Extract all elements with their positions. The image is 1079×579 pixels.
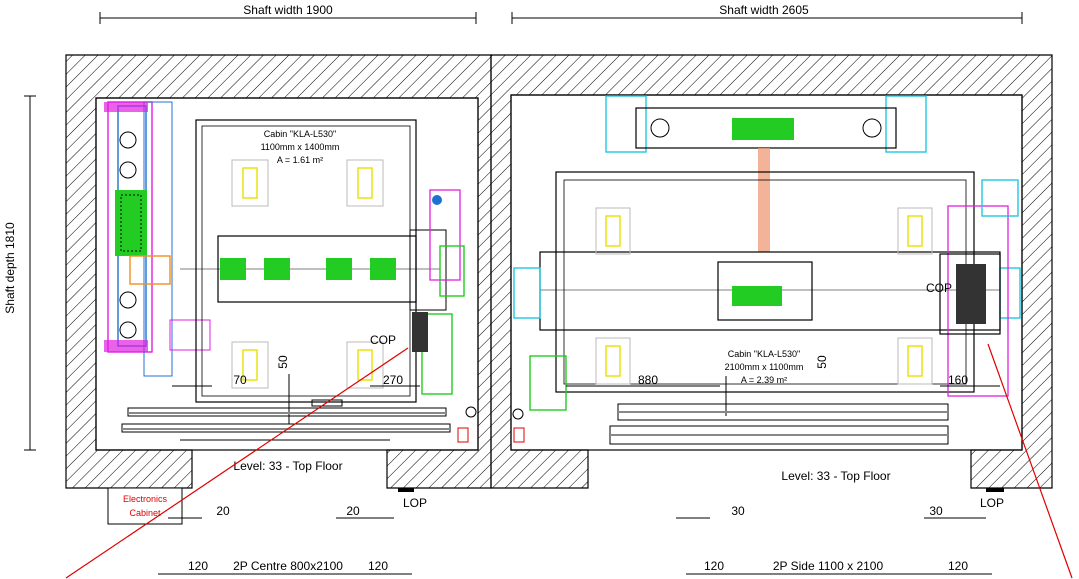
left-door-120-right: 120 bbox=[368, 559, 388, 573]
right-shaft: Shaft width 2605 bbox=[490, 3, 1073, 579]
left-door-dimension: 120 2P Centre 800x2100 120 bbox=[158, 559, 412, 575]
left-cabin-area: A = 1.61 m² bbox=[277, 155, 323, 165]
right-cabin-size: 2100mm x 1100mm bbox=[725, 362, 804, 372]
left-cabin-yellow-shoes bbox=[231, 159, 384, 389]
right-cabin-yellow-shoes bbox=[595, 207, 933, 385]
right-door-label: 2P Side 1100 x 2100 bbox=[773, 559, 884, 573]
right-door-dimension: 120 2P Side 1100 x 2100 120 bbox=[686, 559, 992, 575]
left-cabin-title: Cabin "KLA-L530" bbox=[264, 129, 336, 139]
left-cabin-green-guides bbox=[220, 258, 396, 280]
right-dim-160: 160 bbox=[948, 373, 968, 387]
right-dim-880: 880 bbox=[638, 373, 658, 387]
left-lop-label: LOP bbox=[403, 496, 427, 510]
left-cabin-size: 1100mm x 1400mm bbox=[261, 142, 340, 152]
right-door-sills bbox=[512, 403, 962, 451]
left-door-label: 2P Centre 800x2100 bbox=[233, 559, 343, 573]
left-cop-leader bbox=[65, 347, 409, 579]
left-wall-dimensions: 20 20 LOP bbox=[168, 488, 427, 519]
left-cabin: Cabin "KLA-L530" 1100mm x 1400mm A = 1.6… bbox=[180, 119, 440, 403]
left-dim-270: 270 bbox=[383, 373, 403, 387]
right-cabin-title: Cabin "KLA-L530" bbox=[728, 349, 800, 359]
shaft-depth-label: Shaft depth 1810 bbox=[3, 222, 17, 314]
right-level-label: Level: 33 - Top Floor bbox=[781, 469, 890, 483]
right-dim-30-b: 30 bbox=[929, 504, 943, 518]
left-dim-70: 70 bbox=[233, 373, 247, 387]
right-dim-50: 50 bbox=[815, 355, 829, 369]
right-door-120-right: 120 bbox=[948, 559, 968, 573]
right-counterweight-assembly bbox=[605, 95, 927, 252]
left-shaft: Shaft width 1900 Shaft depth 1810 bbox=[3, 3, 492, 579]
right-cabin-area: A = 2.39 m² bbox=[741, 375, 787, 385]
left-dim-20-a: 20 bbox=[216, 504, 230, 518]
left-counterweight-assembly bbox=[104, 101, 211, 377]
left-door-sills bbox=[121, 399, 477, 443]
left-dim-20-b: 20 bbox=[346, 504, 360, 518]
electronics-cabinet: Electronics Cabinet bbox=[107, 487, 183, 525]
left-door-120-left: 120 bbox=[188, 559, 208, 573]
shaft-depth-dimension: Shaft depth 1810 bbox=[3, 95, 36, 451]
left-side-equipment bbox=[409, 189, 465, 395]
right-wall-dimensions: 30 30 LOP bbox=[676, 488, 1004, 519]
right-cop-label: COP bbox=[926, 281, 952, 295]
right-door-120-left: 120 bbox=[704, 559, 724, 573]
right-cabin-dimensions: 880 50 160 bbox=[566, 355, 1000, 416]
left-level-label: Level: 33 - Top Floor bbox=[233, 459, 342, 473]
electronics-cabinet-line1: Electronics bbox=[123, 494, 168, 504]
right-cop-leader bbox=[987, 343, 1073, 579]
right-dim-30-a: 30 bbox=[731, 504, 745, 518]
right-lop-label: LOP bbox=[980, 496, 1004, 510]
left-shaft-width-label: Shaft width 1900 bbox=[243, 3, 333, 17]
right-cabin: Cabin "KLA-L530" 2100mm x 1100mm A = 2.3… bbox=[513, 171, 1021, 393]
left-dim-50: 50 bbox=[276, 355, 290, 369]
electronics-cabinet-line2: Cabinet bbox=[129, 508, 161, 518]
left-cop-label: COP bbox=[370, 333, 396, 347]
left-cabin-dimensions: 70 50 270 bbox=[172, 355, 420, 424]
left-shaft-width-dimension: Shaft width 1900 bbox=[99, 3, 477, 24]
right-side-equipment bbox=[529, 179, 1019, 411]
right-shaft-width-label: Shaft width 2605 bbox=[719, 3, 809, 17]
right-shaft-width-dimension: Shaft width 2605 bbox=[511, 3, 1023, 24]
